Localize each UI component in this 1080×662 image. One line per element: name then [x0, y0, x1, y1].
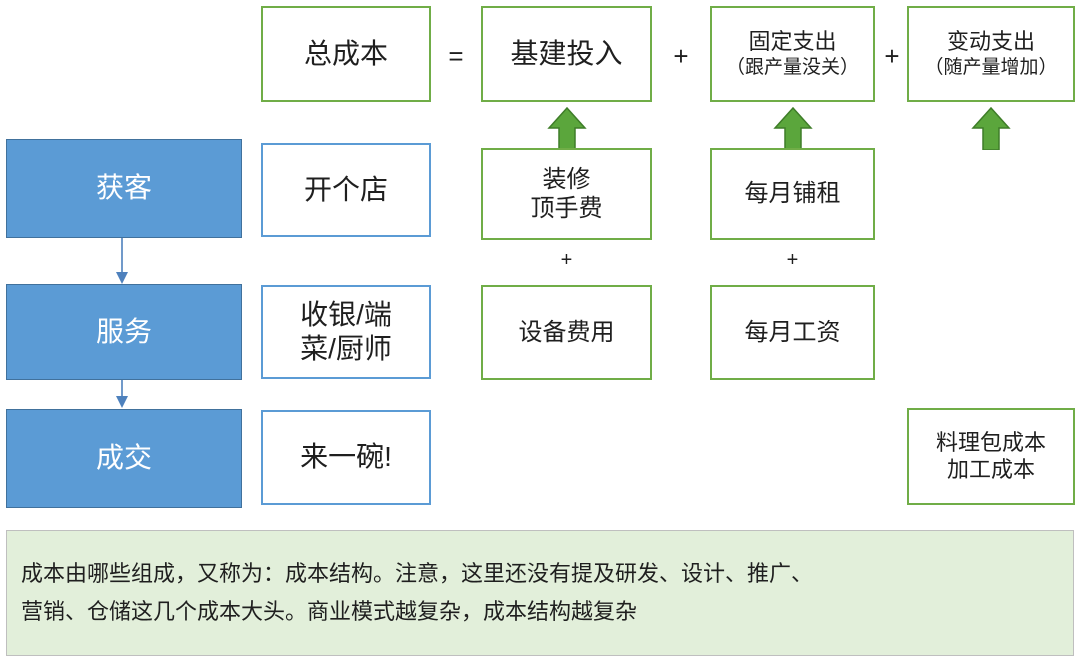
- box-fixed-expense[interactable]: 固定支出 （跟产量没关）: [710, 6, 875, 102]
- example-box-service-roles[interactable]: 收银/端 菜/厨师: [261, 285, 431, 379]
- connector-arrow-acquisition-to-service-icon: [116, 238, 128, 284]
- capex-item-renovation[interactable]: 装修 顶手费: [481, 148, 652, 240]
- example-label-service-roles-line2: 菜/厨师: [300, 333, 392, 364]
- stage-box-conversion[interactable]: 成交: [6, 409, 242, 508]
- example-box-open-store[interactable]: 开个店: [261, 143, 431, 237]
- variable-item-line2: 加工成本: [946, 456, 1035, 482]
- capex-item-renovation-line1: 装修: [542, 165, 591, 193]
- connector-arrow-service-to-conversion-icon: [116, 380, 128, 408]
- fixed-operator-plus: +: [786, 248, 799, 271]
- example-label-open-store: 开个店: [303, 173, 388, 205]
- capex-item-equipment[interactable]: 设备费用: [481, 285, 652, 380]
- fixed-item-rent-label: 每月铺租: [744, 180, 841, 208]
- stage-label-conversion: 成交: [95, 442, 152, 474]
- variable-item-meal-pack-cost[interactable]: 料理包成本 加工成本: [907, 408, 1075, 505]
- capex-operator-plus: +: [560, 248, 573, 271]
- caption-panel: 成本由哪些组成，又称为：成本结构。注意，这里还没有提及研发、设计、推广、 营销、…: [6, 530, 1074, 656]
- example-label-order-bowl: 来一碗!: [300, 441, 392, 473]
- caption-line-2: 营销、仓储这几个成本大头。商业模式越复杂，成本结构越复杂: [21, 599, 638, 624]
- example-box-order-bowl[interactable]: 来一碗!: [261, 410, 431, 505]
- fixed-item-rent[interactable]: 每月铺租: [710, 148, 875, 240]
- box-capex[interactable]: 基建投入: [481, 6, 652, 102]
- stage-label-acquisition: 获客: [95, 172, 152, 204]
- caption-line-1: 成本由哪些组成，又称为：成本结构。注意，这里还没有提及研发、设计、推广、: [21, 560, 814, 586]
- box-fixed-expense-note: （跟产量没关）: [725, 56, 859, 78]
- arrow-up-fixed-icon: [773, 106, 813, 150]
- operator-plus-2: +: [884, 40, 900, 71]
- arrow-up-capex-icon: [547, 106, 587, 150]
- box-variable-expense-label: 变动支出: [946, 29, 1035, 54]
- fixed-item-salary-label: 每月工资: [744, 318, 841, 346]
- stage-box-service[interactable]: 服务: [6, 284, 242, 380]
- box-fixed-expense-label: 固定支出: [748, 29, 837, 54]
- arrow-up-variable-icon: [971, 106, 1011, 150]
- operator-equals: =: [448, 40, 464, 71]
- variable-item-line1: 料理包成本: [935, 429, 1046, 455]
- capex-item-equipment-label: 设备费用: [518, 318, 615, 346]
- box-total-cost[interactable]: 总成本: [261, 6, 431, 102]
- stage-box-acquisition[interactable]: 获客: [6, 139, 242, 238]
- operator-plus-1: +: [673, 40, 689, 71]
- fixed-item-salary[interactable]: 每月工资: [710, 285, 875, 380]
- box-variable-expense-note: （随产量增加）: [924, 56, 1058, 78]
- box-capex-label: 基建投入: [510, 37, 623, 69]
- stage-label-service: 服务: [95, 315, 152, 347]
- box-variable-expense[interactable]: 变动支出 （随产量增加）: [907, 6, 1075, 102]
- example-label-service-roles-line1: 收银/端: [300, 298, 392, 330]
- box-total-cost-label: 总成本: [303, 37, 388, 69]
- capex-item-renovation-line2: 顶手费: [530, 195, 603, 222]
